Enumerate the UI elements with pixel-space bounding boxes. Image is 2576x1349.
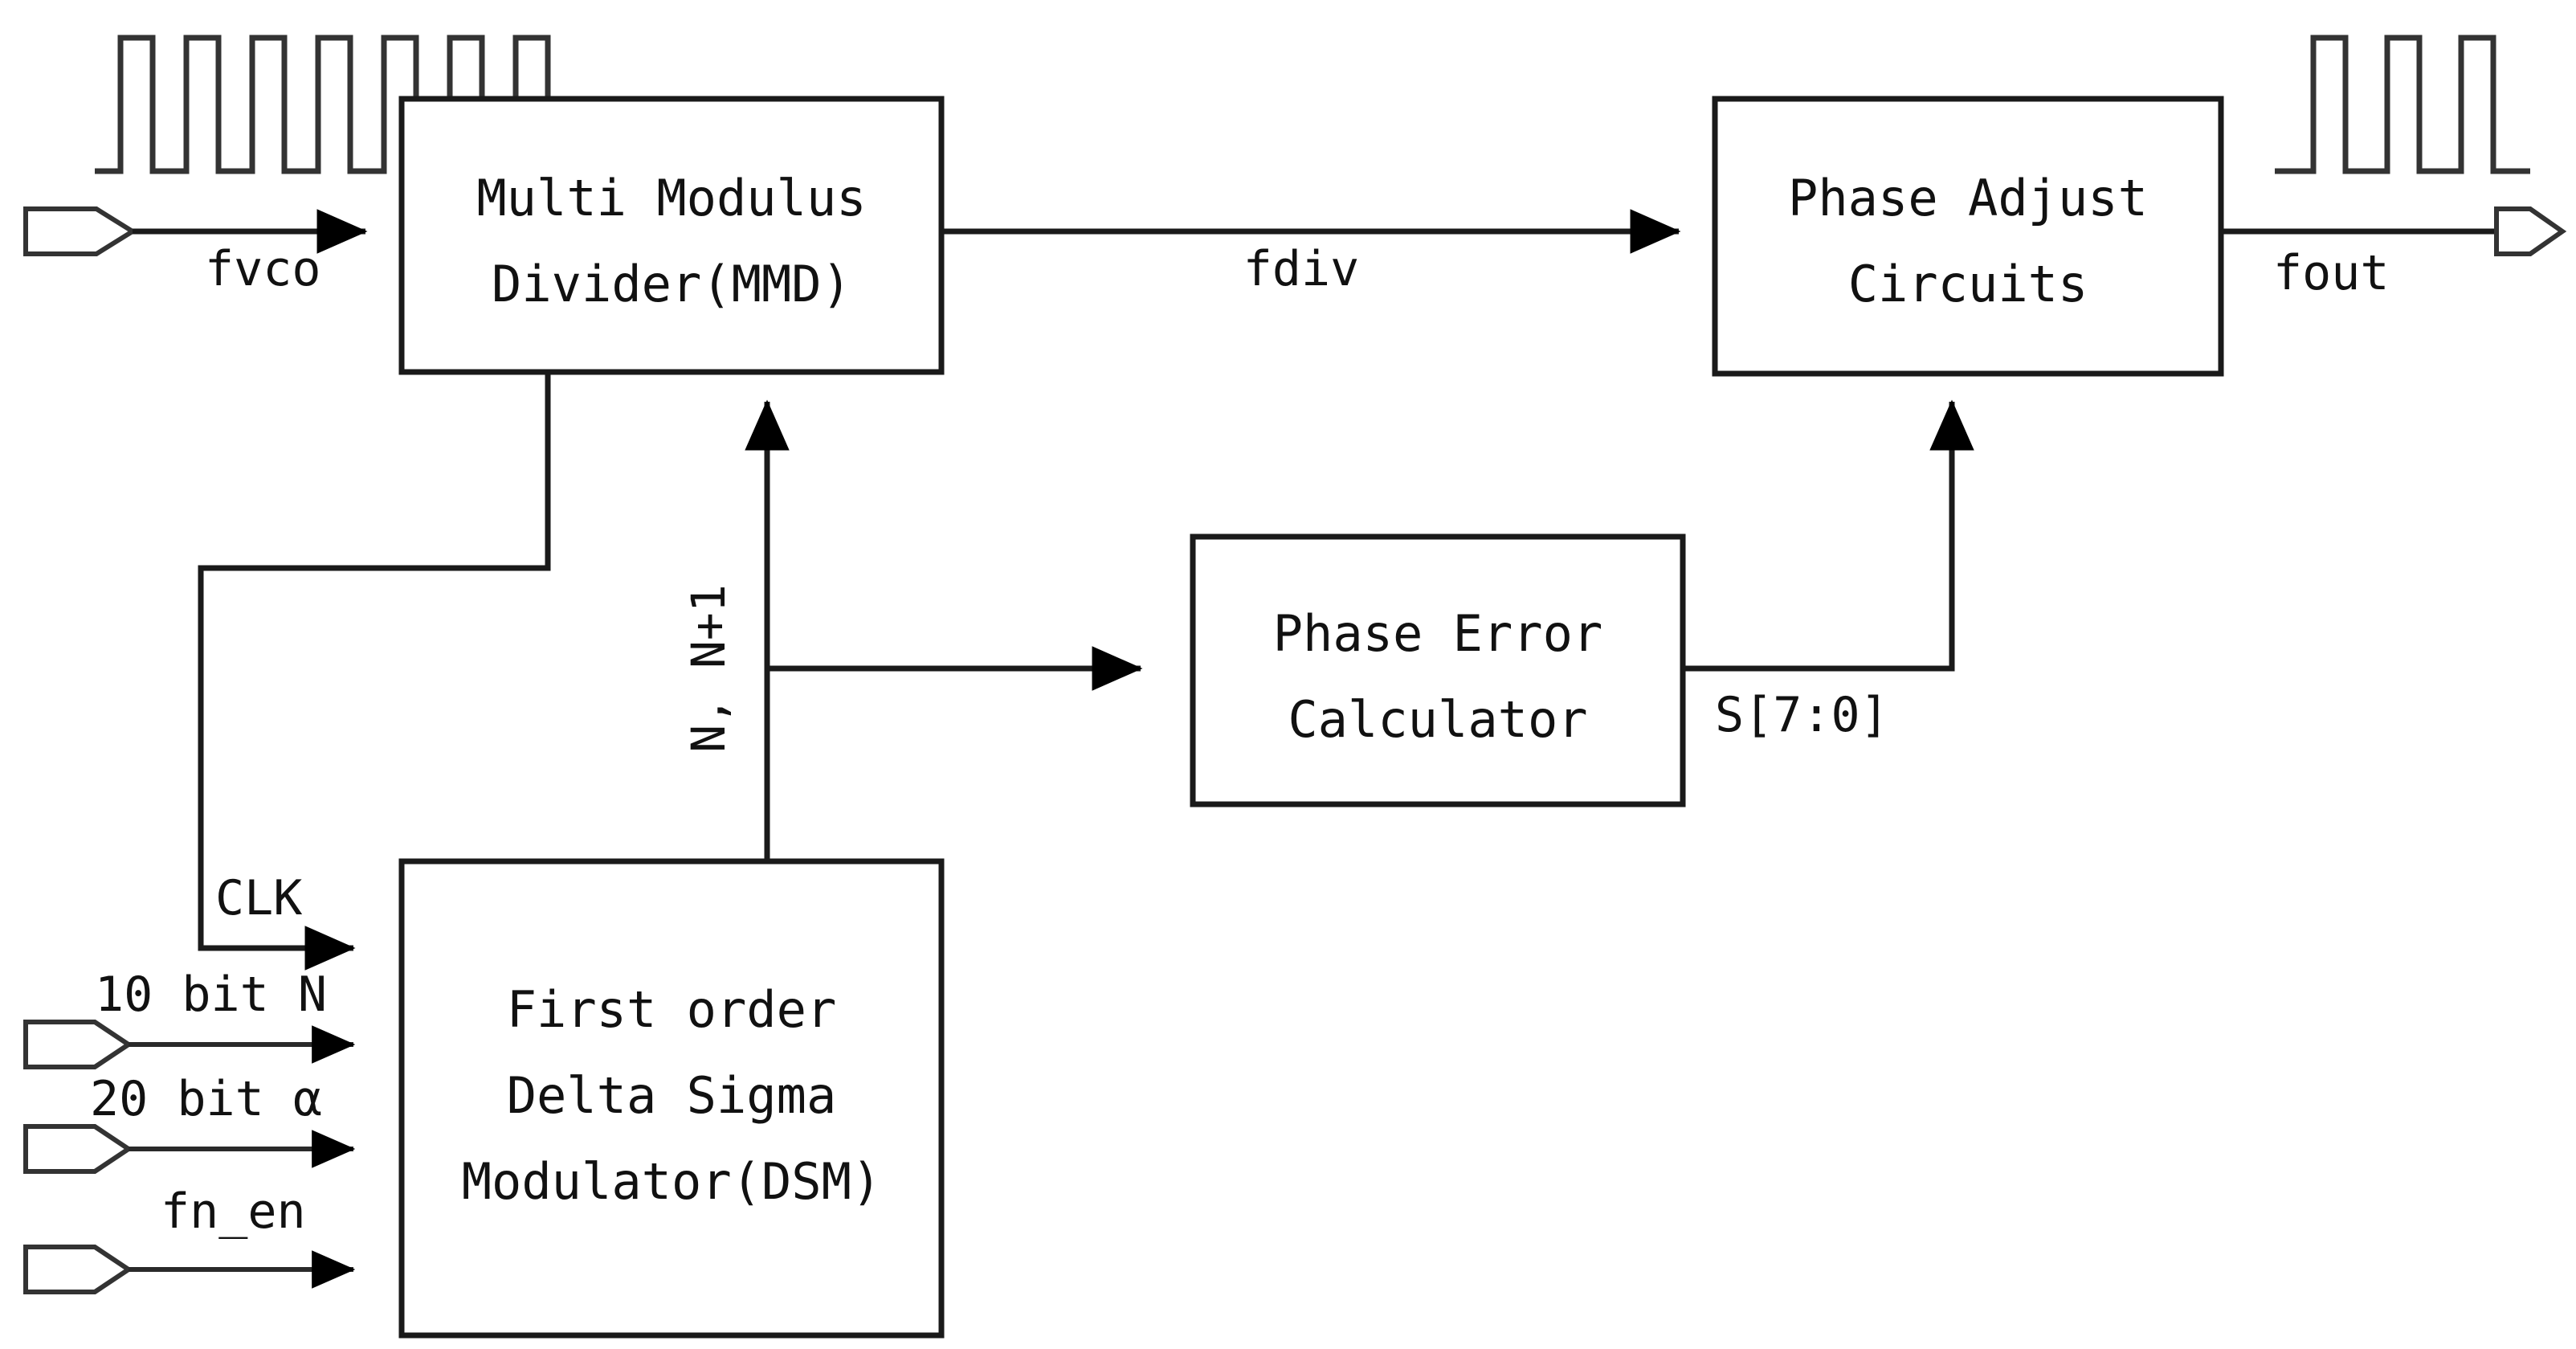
pac-label-line2: Circuits <box>1848 255 2088 313</box>
fout-output-port[interactable] <box>2494 206 2567 256</box>
fout-label: fout <box>2273 245 2390 301</box>
n-input-port[interactable] <box>23 1020 133 1069</box>
fdiv-label: fdiv <box>1243 241 1360 297</box>
mmd-label-line2: Divider(MMD) <box>492 255 851 313</box>
dsm-label-line3: Modulator(DSM) <box>462 1152 882 1211</box>
n-np1-wire <box>745 399 1143 861</box>
alpha-input-label: 20 bit α <box>90 1071 322 1127</box>
dsm-label-line2: Delta Sigma <box>507 1066 837 1125</box>
dsm-block[interactable] <box>398 858 945 1339</box>
phase-adjust-circuits-block[interactable] <box>1712 96 2224 377</box>
dsm-label-line1: First order <box>507 980 837 1039</box>
fn-en-input-port[interactable] <box>23 1245 133 1294</box>
mmd-block[interactable] <box>398 96 945 375</box>
n-np1-label: N, N+1 <box>681 584 736 753</box>
alpha-input-port[interactable] <box>23 1124 133 1174</box>
fvco-input-port[interactable] <box>23 206 137 256</box>
s-bus-wire <box>1683 399 1974 672</box>
mmd-label-line1: Multi Modulus <box>476 169 866 227</box>
pac-label-line1: Phase Adjust <box>1788 169 2148 227</box>
fn-en-input-label: fn_en <box>161 1183 306 1240</box>
pec-label-line2: Calculator <box>1288 690 1587 749</box>
fout-waveform <box>2275 35 2530 174</box>
fvco-label: fvco <box>205 241 321 297</box>
clk-label: CLK <box>215 870 302 926</box>
phase-error-calculator-block[interactable] <box>1190 533 1686 807</box>
n-input-label: 10 bit N <box>95 967 327 1023</box>
s-bus-label: S[7:0] <box>1715 687 1889 743</box>
clk-feedback-wire <box>198 372 551 971</box>
pec-label-line1: Phase Error <box>1273 604 1603 663</box>
